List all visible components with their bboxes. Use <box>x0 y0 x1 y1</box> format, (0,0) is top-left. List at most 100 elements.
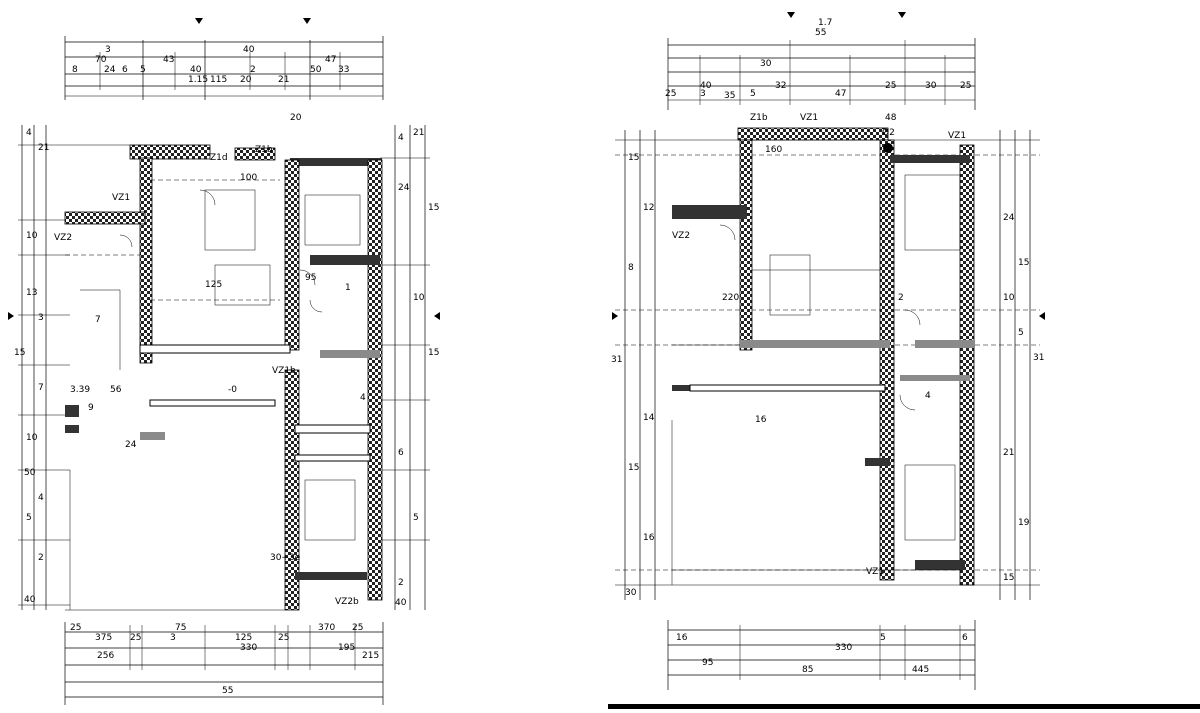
tag-label: 24 <box>125 440 137 450</box>
dim-label: 2 <box>38 553 44 563</box>
dim-label: 4 <box>26 128 32 138</box>
dim-label: 33 <box>338 65 349 75</box>
dim-label: 25 <box>885 81 896 91</box>
dim-label: 16 <box>676 633 688 643</box>
tag-label: 4 <box>360 393 366 403</box>
dim-label: 16 <box>643 533 655 543</box>
dim-label: 25 <box>278 633 289 643</box>
tag-label: VZ2 <box>54 233 72 243</box>
tag-label: 2 <box>898 293 904 303</box>
dim-label: 6 <box>962 633 968 643</box>
dim-label: 47 <box>835 89 846 99</box>
tag-label: 56 <box>110 385 122 395</box>
left-plan-right-dimension-lines <box>380 125 440 610</box>
left-top-dimension-labels: 3 70 43 40 47 8 24 6 5 40 1.15 115 20 2 … <box>72 45 349 85</box>
dim-label: 55 <box>222 686 233 696</box>
dim-label: 12 <box>643 203 654 213</box>
dim-label: 4 <box>38 493 44 503</box>
dim-label: 330 <box>240 643 257 653</box>
left-floor-plan: 3 70 43 40 47 8 24 6 5 40 1.15 115 20 2 … <box>8 18 440 705</box>
dim-label: 32 <box>775 81 786 91</box>
dim-label: 256 <box>97 651 114 661</box>
dim-label: 24 <box>104 65 116 75</box>
dim-label: 50 <box>24 468 36 478</box>
right-plan-walls <box>671 127 975 586</box>
dim-label: 75 <box>175 623 186 633</box>
dim-label: 13 <box>26 288 37 298</box>
dim-label: 70 <box>95 55 107 65</box>
dim-label: 31 <box>1033 353 1044 363</box>
dim-label: 445 <box>912 665 929 675</box>
right-side-dimension-labels: 15 12 8 31 14 15 16 30 24 15 10 5 21 19 … <box>611 153 1044 598</box>
dim-label: 6 <box>398 448 404 458</box>
dim-label: 5 <box>140 65 146 75</box>
right-side-dimension-lines <box>612 130 1045 600</box>
dim-label: 21 <box>1003 448 1014 458</box>
dim-label: 15 <box>628 463 639 473</box>
tag-label: 160 <box>765 145 782 155</box>
dim-label: 125 <box>235 633 252 643</box>
dim-label: 55 <box>815 28 826 38</box>
dim-label: 3 <box>170 633 176 643</box>
dim-label: 6 <box>122 65 128 75</box>
dim-label: 5 <box>880 633 886 643</box>
dim-label: 15 <box>1003 573 1014 583</box>
dim-label: 10 <box>26 231 38 241</box>
dim-label: 40 <box>190 65 202 75</box>
dim-label: 7 <box>38 383 44 393</box>
dim-label: 50 <box>310 65 322 75</box>
tag-label: 125 <box>205 280 222 290</box>
dim-label: 40 <box>395 598 407 608</box>
dim-label: 35 <box>724 91 735 101</box>
left-plan-right-dimension-labels: 4 21 24 15 10 15 6 5 2 40 <box>395 128 439 608</box>
tag-label: VZ1 <box>112 193 130 203</box>
dim-label: 14 <box>643 413 655 423</box>
dim-label: 21 <box>278 75 289 85</box>
dim-label: 25 <box>130 633 141 643</box>
tag-label: VZ1b <box>272 366 296 376</box>
dim-label: 40 <box>243 45 255 55</box>
dim-label: 10 <box>413 293 425 303</box>
dim-label: 25 <box>352 623 363 633</box>
right-bottom-dimension-lines <box>608 620 1200 709</box>
dim-label: 375 <box>95 633 112 643</box>
dim-label: 15 <box>428 203 439 213</box>
dim-label: 370 <box>318 623 335 633</box>
dim-label: 8 <box>72 65 78 75</box>
dim-label: 115 <box>210 75 227 85</box>
left-plan-walls <box>64 144 383 611</box>
tag-label: VZ2 <box>672 231 690 241</box>
dim-label: 3 <box>38 313 44 323</box>
tag-label: VZ1 <box>866 567 884 577</box>
dim-label: 215 <box>362 651 379 661</box>
dim-label: 95 <box>702 658 713 668</box>
tag-label: 3.39 <box>70 385 90 395</box>
tag-label: 1 <box>345 283 351 293</box>
dim-label: 30 <box>625 588 637 598</box>
dim-label: 195 <box>338 643 355 653</box>
dim-label: 24 <box>398 183 410 193</box>
tag-label: 100 <box>240 173 257 183</box>
dim-label: 30 <box>760 59 772 69</box>
dim-label: 5 <box>26 513 32 523</box>
dim-label: 3 <box>700 89 706 99</box>
dim-label: 40 <box>24 595 36 605</box>
dim-label: 15 <box>14 348 25 358</box>
dim-label: 5 <box>1018 328 1024 338</box>
dim-label: 15 <box>428 348 439 358</box>
tag-label: Z1b <box>255 145 273 155</box>
dim-label: 43 <box>163 55 174 65</box>
tag-label: 95 <box>305 273 316 283</box>
left-plan-annotations: Z1d Z1b VZ1 VZ2 VZ1b VZ2b 20 100 95 125 … <box>54 113 366 607</box>
tag-label: 48 <box>885 113 897 123</box>
dim-label: 330 <box>835 643 852 653</box>
right-top-dimension-labels: 1.7 55 30 40 35 32 25 47 25 30 25 3 5 <box>665 18 971 101</box>
dim-label: 40 <box>700 81 712 91</box>
tag-label: -0 <box>228 385 237 395</box>
tag-label: Z1b <box>750 113 768 123</box>
dim-label: 1.15 <box>188 75 208 85</box>
dim-label: 19 <box>1018 518 1030 528</box>
left-side-dimension-labels: 4 21 10 13 3 15 7 10 4 5 2 50 40 <box>14 128 49 605</box>
tag-label: Ø2 <box>882 127 895 138</box>
